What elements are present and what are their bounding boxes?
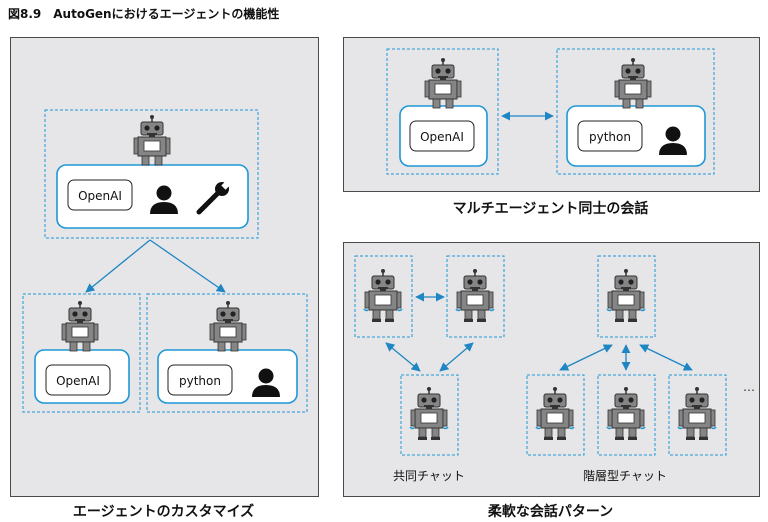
arrow-to-right-agent [149, 239, 226, 293]
openai-tag [67, 179, 133, 211]
joint-agent-2-frame [446, 255, 505, 338]
python-tag-label: python [179, 374, 221, 388]
joint-chat-label: 共同チャット [393, 469, 465, 483]
worker-agent-2-frame [597, 374, 656, 456]
robot-icon [614, 57, 652, 109]
robot-icon [61, 300, 99, 352]
joint-arrow-left [385, 342, 421, 372]
worker-agent-3-frame [668, 374, 727, 456]
agent-b-frame [556, 48, 715, 175]
joint-agent-3-frame [400, 374, 459, 456]
robot-icon [456, 269, 494, 322]
hierarchical-chat-label: 階層型チャット [583, 469, 667, 483]
robot-icon [364, 269, 402, 322]
python-tag-label: python [589, 130, 631, 144]
hier-arrow-right [639, 344, 693, 371]
right-agent-frame [146, 293, 308, 413]
robot-icon [424, 57, 462, 109]
python-tag [167, 364, 233, 396]
top-agent-frame [44, 109, 259, 239]
openai-tag [409, 120, 475, 152]
hier-arrow-left [559, 344, 613, 371]
robot-icon [133, 114, 171, 166]
joint-arrow-right [439, 342, 474, 372]
figure-title: 図8.9 AutoGenにおけるエージェントの機能性 [8, 7, 280, 21]
customize-caption: エージェントのカスタマイズ [72, 504, 255, 520]
robot-icon [607, 387, 645, 440]
openai-tag-label: OpenAI [56, 374, 100, 388]
patterns-caption: 柔軟な会話パターン [487, 504, 614, 520]
arrow-to-left-agent [85, 239, 151, 293]
openai-tag [45, 364, 111, 396]
robot-icon [410, 387, 448, 440]
robot-icon [209, 300, 247, 352]
robot-icon [536, 387, 574, 440]
customize-panel [10, 37, 319, 497]
python-tag [577, 120, 643, 152]
robot-icon [607, 269, 645, 322]
multi-agent-caption: マルチエージェント同士の会話 [452, 201, 649, 217]
robot-icon [678, 387, 716, 440]
manager-agent-frame [597, 255, 656, 338]
worker-agent-1-frame [526, 374, 585, 456]
more-agents-ellipsis: … [743, 380, 755, 394]
openai-tag-label: OpenAI [78, 189, 122, 203]
left-agent-frame [22, 293, 141, 413]
openai-tag-label: OpenAI [420, 130, 464, 144]
agent-a-frame [386, 48, 499, 175]
joint-agent-1-frame [354, 255, 413, 338]
